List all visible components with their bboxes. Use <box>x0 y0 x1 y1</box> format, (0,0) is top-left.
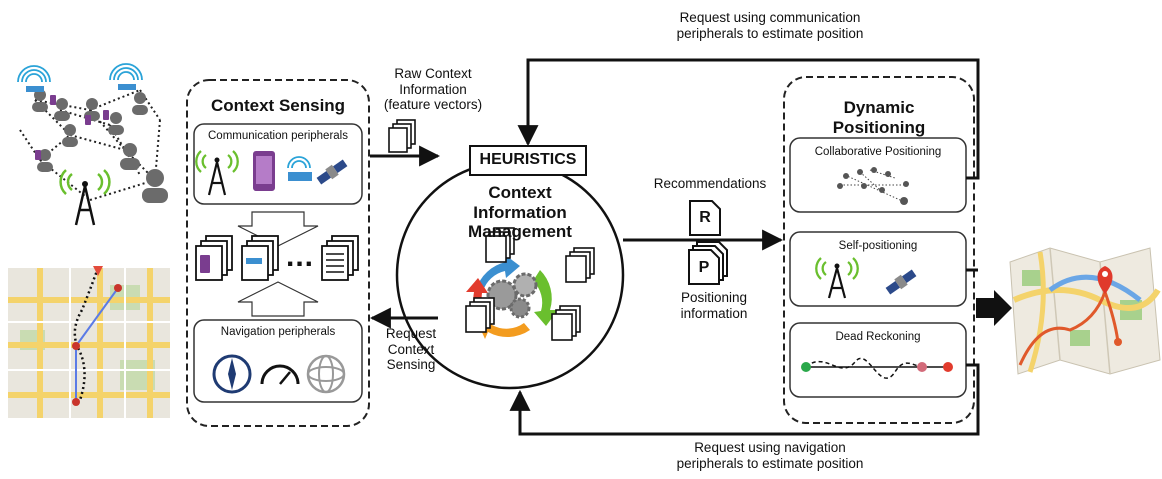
comm-peripherals-label: Communication peripherals <box>208 130 348 142</box>
feedback-bottom-arrow <box>509 363 980 436</box>
feature-docs-row <box>195 235 359 281</box>
self-positioning-label: Self-positioning <box>838 240 918 252</box>
recommendations-label: Recommendations <box>653 176 767 191</box>
raw-context-docs-icon <box>388 119 416 153</box>
self-positioning-icons <box>815 257 917 299</box>
peer-network-illustration <box>17 63 168 226</box>
gears-cycle-icon <box>466 254 558 339</box>
heuristics-label: HEURISTICS <box>479 151 577 168</box>
dead-reckoning-panel <box>789 322 967 398</box>
raw-context-label: Raw Context Information (feature vectors… <box>383 66 483 113</box>
feedback-top-arrow <box>517 58 980 180</box>
dynamic-positioning-title: Dynamic Positioning <box>832 98 926 137</box>
communication-peripherals-panel <box>193 123 363 205</box>
heuristics-box <box>469 145 587 176</box>
positioning-info-label: Positioning information <box>680 290 748 321</box>
feedback-top-label: Request using communication peripherals … <box>676 10 864 41</box>
nav-icons <box>212 354 346 394</box>
ellipsis: ... <box>285 240 314 273</box>
dead-reckoning-path <box>801 357 953 379</box>
context-sensing-title: Context Sensing <box>210 96 346 115</box>
dynamic-positioning-box <box>783 76 975 424</box>
context-sensing-box <box>186 79 370 427</box>
city-map-illustration <box>8 266 170 418</box>
mini-network-icon <box>837 167 909 205</box>
collab-positioning-label: Collaborative Positioning <box>814 146 942 158</box>
feedback-bottom-label: Request using navigation peripherals to … <box>676 440 864 471</box>
folded-map-illustration <box>1009 247 1161 375</box>
dead-reckoning-label: Dead Reckoning <box>835 331 921 343</box>
down-hollow-arrow <box>237 211 319 247</box>
cim-title: Context Information Management <box>468 183 572 242</box>
doc-r-letter: R <box>699 209 711 226</box>
cim-docs <box>465 227 595 341</box>
recommendation-doc-icon <box>689 200 721 236</box>
doc-p-letter: P <box>698 259 710 276</box>
request-context-label: Request Context Sensing <box>385 326 437 373</box>
comm-icons <box>195 150 348 196</box>
up-hollow-arrow <box>237 281 319 317</box>
positioning-doc-icon <box>688 241 728 285</box>
collaborative-positioning-panel <box>789 137 967 213</box>
output-arrow <box>976 290 1012 326</box>
nav-peripherals-label: Navigation peripherals <box>220 326 336 338</box>
